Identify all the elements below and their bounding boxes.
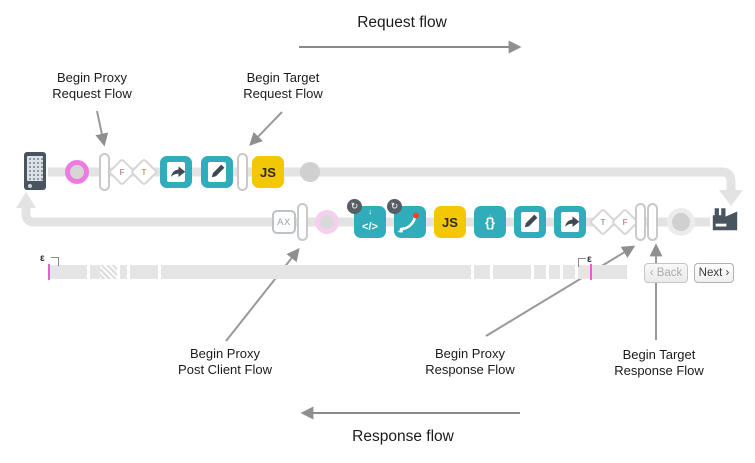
callout-policy-icon-request[interactable]: [160, 156, 192, 188]
js-policy-icon-request[interactable]: JS: [252, 156, 284, 188]
share-arrow-icon: [167, 162, 186, 182]
proxy-request-start-circle[interactable]: [65, 160, 89, 184]
ax-label: AX: [277, 216, 291, 228]
timeline-segment-gap: [117, 265, 120, 279]
timeline-epsilon-right: ε: [587, 254, 592, 265]
begin-proxy-response-capsule[interactable]: [635, 203, 646, 241]
next-button[interactable]: Next ›: [694, 263, 734, 283]
target-request-pointer-arrow-icon: [249, 111, 283, 146]
analytics-ax-badge[interactable]: AX: [272, 210, 296, 234]
begin-target-response-capsule[interactable]: [647, 203, 658, 241]
share-arrow-icon: [561, 212, 580, 232]
condition-true-letter: T: [600, 217, 606, 227]
request-flow-title: Request flow: [357, 14, 447, 31]
phone-home-button: [28, 184, 32, 188]
response-track-arrowhead-icon: [16, 192, 36, 208]
post-client-pointer-arrow-icon: [225, 247, 300, 342]
target-server-icon[interactable]: [710, 204, 740, 234]
post-client-start-circle[interactable]: [315, 210, 339, 234]
begin-proxy-post-client-capsule[interactable]: [297, 203, 308, 241]
condition-false-letter: F: [119, 167, 125, 177]
begin-target-request-label: Begin Target Request Flow: [243, 70, 323, 101]
timeline-epsilon-left: ε: [40, 253, 45, 264]
timeline-segment-gap: [560, 265, 563, 279]
code-label: </>: [362, 221, 378, 233]
timeline-selection-tick: [590, 264, 592, 280]
phone-screen: [27, 156, 43, 181]
timeline-selection-tick: [48, 264, 50, 280]
target-request-end-circle[interactable]: [300, 162, 320, 182]
factory-icon: [712, 208, 738, 231]
assign-message-policy-icon-response[interactable]: [514, 206, 546, 238]
begin-proxy-post-client-label: Begin Proxy Post Client Flow: [178, 346, 272, 377]
begin-target-request-capsule[interactable]: [237, 153, 248, 191]
route-policy-icon-response[interactable]: ↻: [387, 199, 426, 238]
down-arrow-icon: ↓: [488, 212, 492, 221]
timeline-bracket-right-icon: [578, 258, 586, 267]
condition-true-letter: T: [141, 167, 147, 177]
target-response-circle[interactable]: [672, 213, 690, 231]
timeline-segment-gap: [127, 265, 130, 279]
pencil-icon: [208, 162, 226, 182]
js-policy-icon-response[interactable]: JS: [434, 206, 466, 238]
timeline-segment-gap: [490, 265, 493, 279]
assign-message-policy-icon-request[interactable]: [201, 156, 233, 188]
timeline-bar[interactable]: [48, 264, 627, 280]
timeline-segment-gap: [158, 265, 161, 279]
begin-proxy-response-label: Begin Proxy Response Flow: [425, 346, 515, 377]
proxy-response-pointer-arrow-icon: [485, 245, 636, 337]
response-flow-title: Response flow: [352, 428, 454, 445]
timeline-segment-gap: [87, 265, 90, 279]
timeline-segment-gap: [531, 265, 534, 279]
timeline-segment-gap: [575, 265, 578, 279]
callout-policy-icon-response[interactable]: [554, 206, 586, 238]
condition-true-diamond-request[interactable]: T: [129, 157, 159, 187]
back-button[interactable]: ‹ Back: [644, 263, 688, 283]
timeline-hatched-segment: [100, 265, 117, 279]
timeline-bracket-left-icon: [51, 257, 59, 266]
condition-false-letter: F: [622, 217, 628, 227]
iteration-badge-icon: ↻: [387, 199, 402, 214]
extract-variables-policy-icon[interactable]: { ↓ }: [474, 206, 506, 238]
js-label: JS: [260, 164, 276, 180]
code-policy-icon-response[interactable]: ↻ ↓ </>: [347, 199, 386, 238]
timeline-segment-gap: [471, 265, 474, 279]
iteration-badge-icon: ↻: [347, 199, 362, 214]
proxy-request-pointer-arrow-icon: [95, 110, 109, 147]
begin-proxy-request-label: Begin Proxy Request Flow: [52, 70, 132, 101]
mobile-client-icon[interactable]: [24, 152, 46, 190]
pencil-icon: [521, 212, 539, 232]
js-label: JS: [442, 214, 458, 230]
timeline-segment-gap: [546, 265, 549, 279]
begin-target-response-label: Begin Target Response Flow: [614, 347, 704, 378]
